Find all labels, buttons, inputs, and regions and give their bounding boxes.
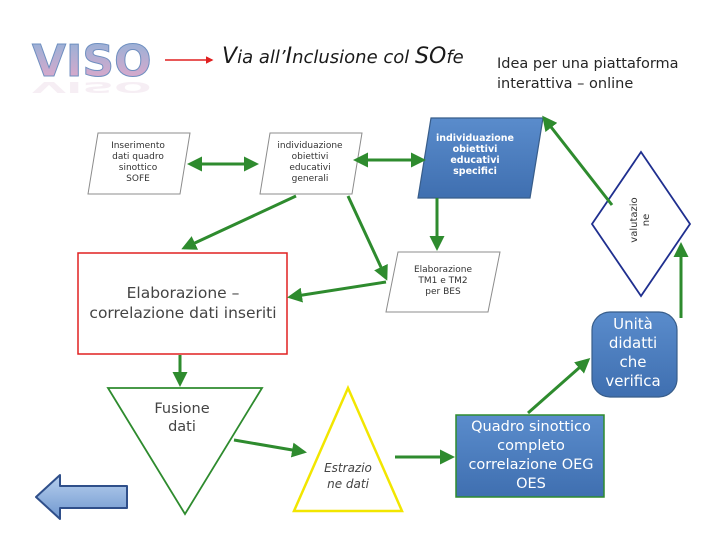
node-inserimento-shape xyxy=(87,132,191,195)
node-obiettivi-specifici-shape xyxy=(417,117,544,199)
node-obiettivi-generali-shape xyxy=(259,132,363,195)
node-fusione-shape xyxy=(106,387,264,516)
node-valutazione-label: valutazio ne xyxy=(629,197,652,243)
node-inserimento-label: Inserimento dati quadro sinottico SOFE xyxy=(111,141,165,184)
node-elaborazione-correlazione-shape xyxy=(77,252,288,355)
arrow-quadro-unita xyxy=(527,358,591,415)
logo-text: VISO xyxy=(32,36,150,87)
node-unita-didattiche-shape xyxy=(591,311,678,398)
node-estrazione-shape xyxy=(292,384,404,513)
arrow-tm-elaborazione xyxy=(287,280,387,303)
node-obiettivi-specifici-label: individuazione obiettivi educativi speci… xyxy=(435,133,515,177)
node-quadro-sinottico-label: Quadro sinottico completo correlazione O… xyxy=(468,419,594,492)
node-obiettivi-generali-label: individuazione obiettivi educativi gener… xyxy=(277,141,343,184)
node-fusione-label: Fusione dati xyxy=(154,401,210,435)
arrow-generali-elaborazione xyxy=(181,194,297,250)
arrow-valutazione-specifici xyxy=(542,115,614,206)
node-elaborazione-tm-shape xyxy=(385,251,501,313)
idea-note: Idea per una piattaforma interattiva – o… xyxy=(497,56,679,92)
subtitle: Via all’Inclusione col SOfe xyxy=(222,44,464,69)
node-estrazione-label: Estrazio ne dati xyxy=(324,461,372,491)
logo-reflection: VISO xyxy=(32,78,150,96)
arrow-fusione-estrazione xyxy=(233,438,307,458)
node-elaborazione-correlazione-label: Elaborazione – correlazione dati inserit… xyxy=(89,284,277,322)
node-quadro-sinottico-shape xyxy=(455,414,605,498)
left-arrow-icon[interactable] xyxy=(34,473,130,521)
node-unita-didattiche-label: Unità didatti che verifica xyxy=(605,315,661,390)
node-elaborazione-tm-label: Elaborazione TM1 e TM2 per BES xyxy=(413,264,473,297)
arrow-generali-tm xyxy=(346,195,388,281)
viso-logo: VISO VISO xyxy=(32,36,151,97)
